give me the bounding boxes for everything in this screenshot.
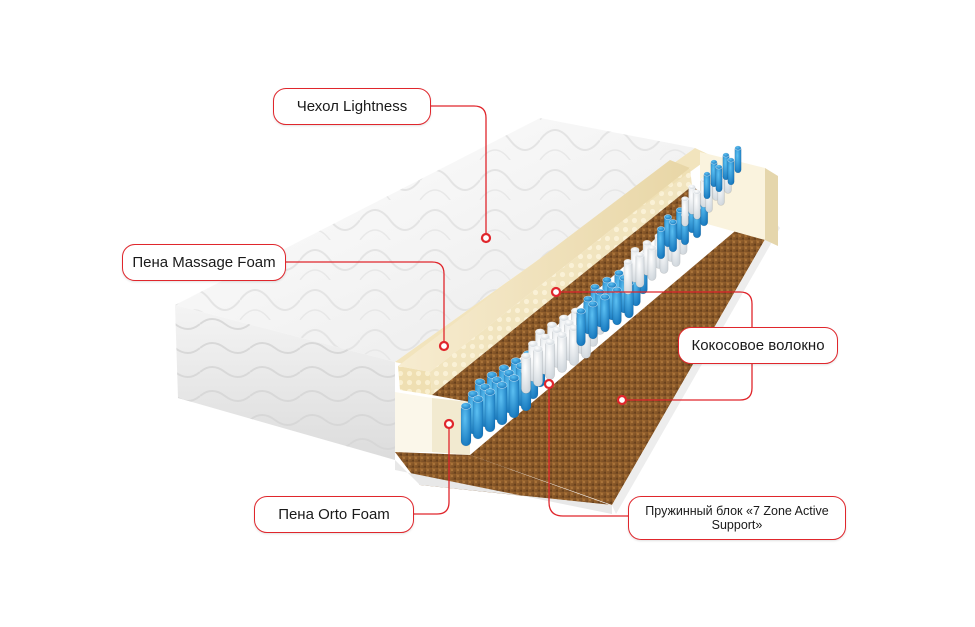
spring-pocket-top <box>681 196 689 202</box>
spring-pocket-top <box>630 246 640 254</box>
spring-pocket <box>508 375 520 419</box>
spring-pocket-top <box>472 395 484 403</box>
spring-pocket <box>520 353 531 394</box>
dot-massage-foam <box>438 340 450 352</box>
spring-pocket-top <box>623 258 633 266</box>
spring-pocket-top <box>688 184 696 190</box>
spring-pocket-top <box>534 328 545 336</box>
spring-pocket-top <box>479 383 491 391</box>
spring-pocket <box>612 287 622 326</box>
spring-pocket <box>472 396 484 440</box>
dot-coconut-top <box>550 286 562 298</box>
line-orto-foam <box>414 424 450 515</box>
spring-pocket-top <box>710 159 718 165</box>
spring-pocket-top <box>556 331 567 339</box>
spring-pocket-top <box>590 283 600 291</box>
callout-lines <box>285 105 753 517</box>
spring-pocket <box>600 294 610 333</box>
spring-pocket-top <box>614 269 624 277</box>
spring-pocket-top <box>607 281 617 289</box>
spring-pocket-top <box>563 319 574 327</box>
spring-pocket <box>532 346 543 387</box>
spring-pocket <box>484 389 496 433</box>
spring-pocket <box>576 308 586 347</box>
spring-pocket <box>588 301 598 340</box>
spring-pocket <box>635 252 645 288</box>
spring-pocket-top <box>558 314 569 322</box>
spring-pocket-top <box>642 239 652 247</box>
spring-pocket-top <box>539 333 550 341</box>
cover-side <box>175 305 395 460</box>
spring-block <box>460 145 742 447</box>
spring-pocket <box>460 403 472 447</box>
spring-pocket-top <box>467 390 479 398</box>
spring-pocket-top <box>503 369 515 377</box>
spring-pocket-top <box>656 226 666 232</box>
spring-pocket-top <box>508 374 520 382</box>
dot-orto-foam <box>443 418 455 430</box>
spring-pocket-top <box>647 244 657 252</box>
spring-pocket-top <box>600 293 610 301</box>
spring-pocket-top <box>491 376 503 384</box>
spring-pocket <box>496 382 508 426</box>
callout-coconut-fiber-text: Кокосовое волокно <box>691 336 825 354</box>
spring-pocket-top <box>734 145 742 151</box>
spring-pocket-top <box>703 171 711 177</box>
spring-pocket <box>556 332 567 373</box>
callout-spring-block: Пружинный блок «7 Zone Active Support» <box>628 496 846 540</box>
spring-pocket-top <box>546 321 557 329</box>
line-spring-block <box>548 384 628 517</box>
callout-orto-foam: Пена Orto Foam <box>254 496 414 533</box>
line-coconut-top <box>556 291 753 332</box>
spring-pocket-top <box>527 340 538 348</box>
line-coconut-bottom <box>622 360 753 401</box>
cover-top <box>175 118 695 362</box>
callout-spring-block-text: Пружинный блок «7 Zone Active Support» <box>645 503 829 532</box>
callout-massage-foam: Пена Massage Foam <box>122 244 286 281</box>
spring-pocket-top <box>576 307 586 315</box>
spring-pocket-top <box>715 164 723 170</box>
spring-pocket-top <box>510 357 522 365</box>
spring-pocket-top <box>663 214 673 220</box>
spring-pocket-top <box>474 378 486 386</box>
spring-pocket-top <box>722 152 730 158</box>
cover-bottom <box>395 222 780 514</box>
spring-pocket-top <box>635 251 645 259</box>
callout-orto-foam-text: Пена Orto Foam <box>278 505 390 523</box>
callout-dots <box>438 232 628 430</box>
spring-pocket-top <box>496 381 508 389</box>
spring-pocket-top <box>544 338 555 346</box>
spring-pocket-top <box>727 157 735 163</box>
spring-pocket-top <box>532 345 543 353</box>
dot-cover <box>480 232 492 244</box>
spring-pocket-top <box>583 295 593 303</box>
dot-coconut-bottom <box>616 394 628 406</box>
spring-pocket-top <box>484 388 496 396</box>
callout-cover: Чехол Lightness <box>273 88 431 125</box>
spring-pocket <box>647 245 657 281</box>
spring-pocket-top <box>520 352 531 360</box>
massage-foam-layer <box>398 160 692 395</box>
line-cover <box>430 105 487 238</box>
spring-pocket-top <box>460 402 472 410</box>
spring-pocket-top <box>693 189 701 195</box>
spring-pocket-top <box>668 219 678 225</box>
spring-pocket-top <box>588 300 598 308</box>
callout-coconut-fiber: Кокосовое волокно <box>678 327 838 364</box>
spring-pocket-top <box>498 364 510 372</box>
callout-massage-foam-text: Пена Massage Foam <box>132 253 276 271</box>
spring-pocket <box>544 339 555 380</box>
line-massage-foam <box>285 261 445 344</box>
spring-pocket-top <box>551 326 562 334</box>
spring-pocket-top <box>602 276 612 284</box>
spring-pocket-top <box>486 371 498 379</box>
callout-cover-text: Чехол Lightness <box>296 97 408 115</box>
dot-spring-block <box>543 378 555 390</box>
orto-foam-layer <box>395 392 470 455</box>
spring-pocket <box>623 259 633 295</box>
